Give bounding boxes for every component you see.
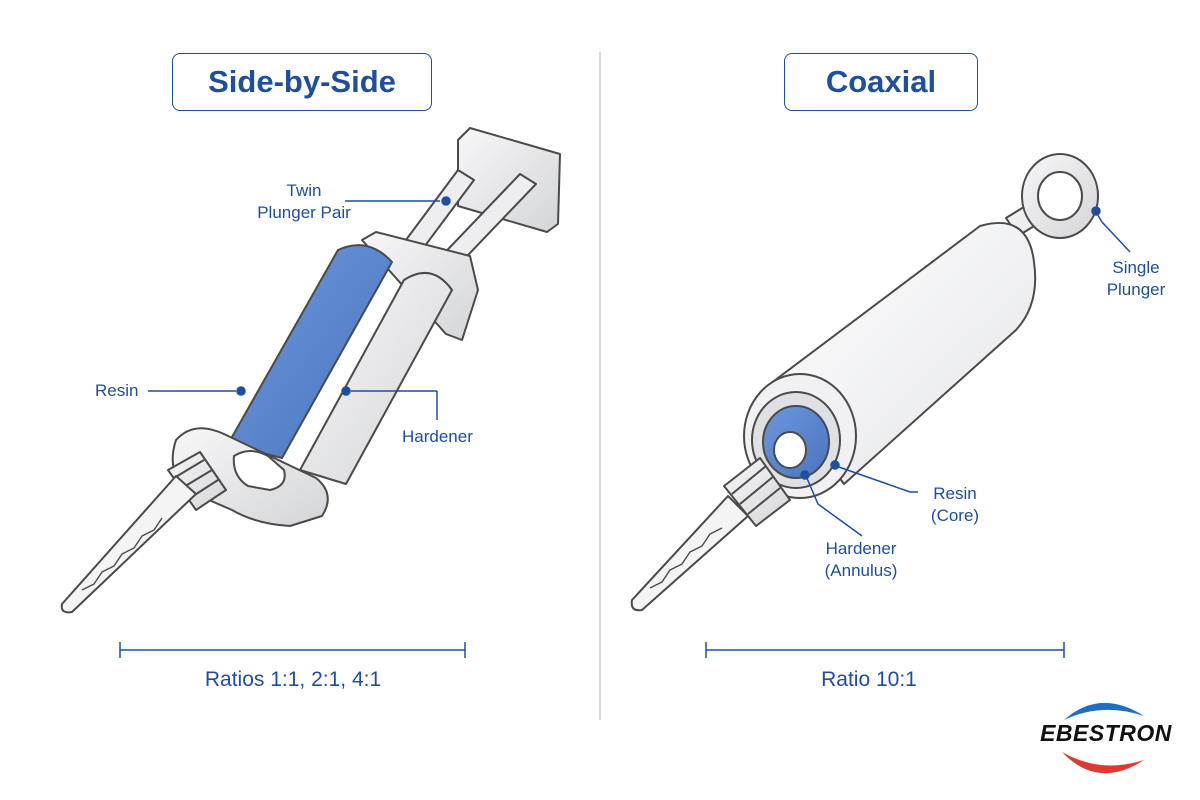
logo-red-swoosh bbox=[1062, 752, 1144, 773]
resin-label: Resin bbox=[95, 380, 138, 402]
resin-core-marker bbox=[831, 461, 839, 469]
outlet bbox=[774, 432, 806, 468]
resin-core-label: Resin (Core) bbox=[922, 483, 988, 527]
single-plunger-marker bbox=[1092, 207, 1100, 215]
coaxial-ratio: Ratio 10:1 bbox=[806, 668, 932, 692]
twin-plunger-label-line2: Plunger Pair bbox=[256, 202, 352, 224]
twin-plunger-label: Twin Plunger Pair bbox=[256, 180, 352, 224]
hardener-annulus-label-line2: (Annulus) bbox=[818, 560, 904, 582]
mixer-nozzle bbox=[62, 476, 196, 612]
right-dimension-bar bbox=[706, 642, 1064, 658]
twin-plunger-label-line1: Twin bbox=[256, 180, 352, 202]
hardener-annulus-label-line1: Hardener bbox=[818, 538, 904, 560]
coaxial-title: Coaxial bbox=[784, 53, 978, 111]
single-plunger-label-line1: Single bbox=[1098, 257, 1174, 279]
logo-blue-swoosh bbox=[1064, 703, 1144, 720]
resin-core-label-line1: Resin bbox=[922, 483, 988, 505]
left-dimension-bar bbox=[120, 642, 465, 658]
side-by-side-ratio: Ratios 1:1, 2:1, 4:1 bbox=[200, 668, 386, 692]
side-by-side-title-text: Side-by-Side bbox=[208, 64, 396, 100]
side-by-side-title: Side-by-Side bbox=[172, 53, 432, 111]
resin-core-label-line2: (Core) bbox=[922, 505, 988, 527]
brand-logo-text: EBESTRON bbox=[1034, 720, 1178, 747]
coaxial-title-text: Coaxial bbox=[826, 64, 936, 100]
hardener-marker bbox=[342, 387, 350, 395]
twin-plunger-marker bbox=[442, 197, 450, 205]
resin-marker bbox=[237, 387, 245, 395]
hardener-label: Hardener bbox=[402, 426, 473, 448]
single-plunger-label: Single Plunger bbox=[1098, 257, 1174, 301]
plunger-disc-inner bbox=[1038, 172, 1082, 220]
hardener-annulus-label: Hardener (Annulus) bbox=[818, 538, 904, 582]
hardener-annulus-marker bbox=[801, 471, 809, 479]
single-plunger-label-line2: Plunger bbox=[1098, 279, 1174, 301]
